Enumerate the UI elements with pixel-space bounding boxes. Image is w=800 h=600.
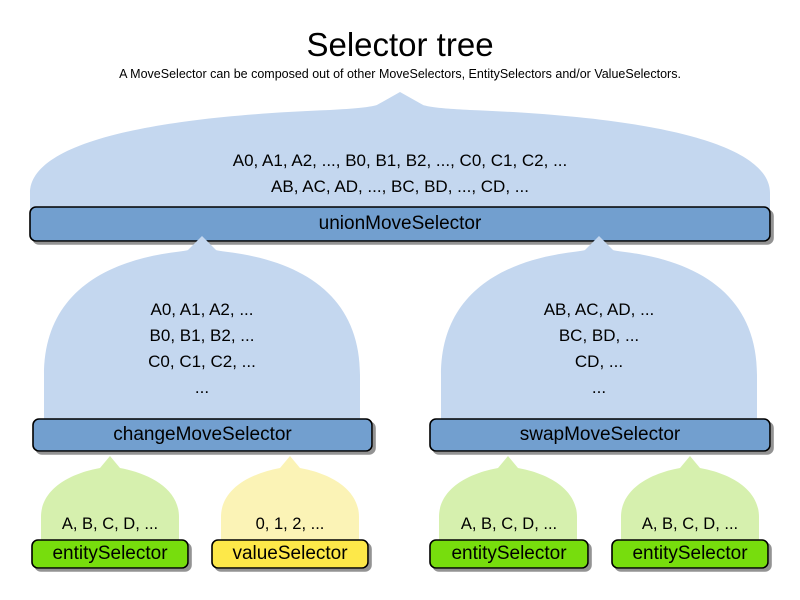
- change-entity-balloon-shape: [41, 456, 179, 552]
- swap-entity-right-selector-label[interactable]: entitySelector: [632, 543, 748, 564]
- change-balloon-text: A0, A1, A2, ... B0, B1, B2, ... C0, C1, …: [44, 297, 360, 401]
- swap-balloon-text: AB, AC, AD, ... BC, BD, ... CD, ... ...: [441, 297, 757, 401]
- swap-entity-right-balloon-line-0: A, B, C, D, ...: [641, 515, 739, 533]
- swap-entity-left-balloon-shape: [439, 456, 577, 552]
- change-value-selector-label[interactable]: valueSelector: [232, 543, 348, 564]
- change-value-balloon-text: 0, 1, 2, ...: [212, 511, 368, 537]
- change-balloon-line-1: B0, B1, B2, ...: [149, 326, 255, 345]
- page-title: Selector tree: [306, 26, 494, 63]
- swap-entity-left-balloon-line-0: A, B, C, D, ...: [460, 515, 558, 533]
- change-balloon-shape: [44, 236, 360, 432]
- swap-balloon-shape: [441, 236, 757, 432]
- swap-entity-right-bar: [611, 539, 769, 569]
- change-entity-balloon-line-0: A, B, C, D, ...: [61, 515, 159, 533]
- union-balloon-text: A0, A1, A2, ..., B0, B1, B2, ..., C0, C1…: [30, 148, 770, 200]
- union-bar: [29, 206, 771, 242]
- swap-balloon-line-2: CD, ...: [574, 352, 624, 371]
- union-balloon-shape: [30, 92, 770, 220]
- change-bar: [32, 418, 373, 452]
- change-move-selector-label[interactable]: changeMoveSelector: [113, 424, 292, 445]
- swap-balloon-line-0: AB, AC, AD, ...: [543, 300, 655, 319]
- union-balloon-line-1: AB, AC, AD, ..., BC, BD, ..., CD, ...: [271, 177, 529, 196]
- union-move-selector-label[interactable]: unionMoveSelector: [318, 213, 482, 234]
- swap-entity-left-bar: [429, 539, 589, 569]
- change-balloon-line-2: C0, C1, C2, ...: [148, 352, 256, 371]
- change-entity-balloon-text: A, B, C, D, ...: [32, 511, 188, 537]
- swap-balloon-line-1: BC, BD, ...: [558, 326, 640, 345]
- swap-move-selector-label[interactable]: swapMoveSelector: [519, 424, 681, 445]
- change-balloon-line-0: A0, A1, A2, ...: [150, 300, 254, 319]
- change-balloon-line-3: ...: [194, 378, 210, 397]
- swap-bar: [429, 418, 771, 452]
- swap-entity-right-balloon-shape: [621, 456, 759, 552]
- change-value-balloon-shape: [221, 456, 359, 552]
- swap-balloon-line-3: ...: [591, 378, 607, 397]
- change-entity-bar: [31, 539, 189, 569]
- swap-entity-right-balloon-text: A, B, C, D, ...: [612, 511, 768, 537]
- union-balloon-line-0: A0, A1, A2, ..., B0, B1, B2, ..., C0, C1…: [232, 151, 568, 170]
- change-value-balloon-line-0: 0, 1, 2, ...: [255, 515, 325, 533]
- swap-entity-left-balloon-text: A, B, C, D, ...: [430, 511, 588, 537]
- swap-entity-left-selector-label[interactable]: entitySelector: [451, 543, 567, 564]
- page-subtitle: A MoveSelector can be composed out of ot…: [119, 67, 681, 81]
- change-value-bar: [211, 539, 369, 569]
- change-entity-selector-label[interactable]: entitySelector: [52, 543, 168, 564]
